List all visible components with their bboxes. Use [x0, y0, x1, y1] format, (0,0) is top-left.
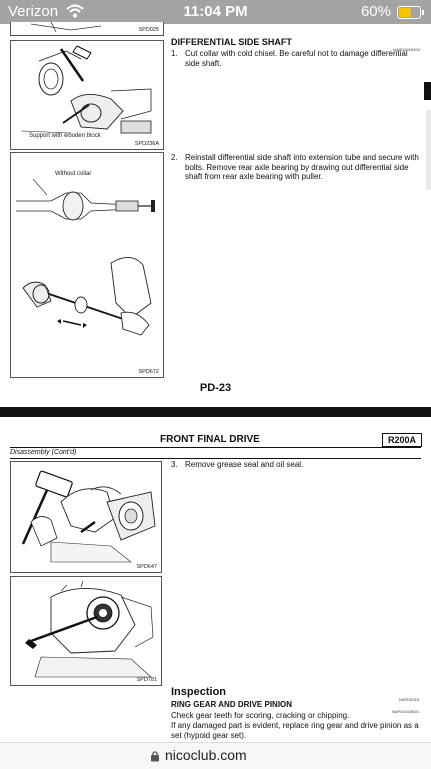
- figure-label: SPD781: [136, 677, 158, 683]
- ring-gear-check-text: Check gear teeth for scoring, cracking o…: [171, 711, 350, 720]
- step-number: 3.: [171, 460, 178, 469]
- page-header-title: FRONT FINAL DRIVE: [160, 434, 260, 445]
- lock-icon: [151, 751, 159, 762]
- figure-spd672: Without collar SPD672: [10, 152, 164, 378]
- figure-label: SPD647: [136, 564, 158, 570]
- step-number: 2.: [171, 153, 178, 162]
- status-bar: Verizon 11:04 PM 60%: [0, 0, 431, 24]
- battery-percent: 60%: [360, 3, 391, 20]
- figure-spd781-drawing: [25, 580, 154, 678]
- step-number: 1.: [171, 49, 178, 58]
- figure-spd647-drawing: [21, 470, 156, 563]
- step-2: 2. Reinstall differential side shaft int…: [171, 153, 421, 193]
- carrier-name: Verizon: [8, 3, 59, 20]
- figure-spd236a-drawing: [20, 45, 152, 134]
- page-separator: [0, 407, 431, 417]
- figure-spd236a: Support with wooden block SPD236A: [10, 40, 164, 150]
- figure-spd647: SPD647: [10, 461, 162, 573]
- browser-address-bar[interactable]: nicoclub.com: [0, 742, 431, 769]
- wifi-icon: [66, 4, 84, 18]
- figure-caption: Without collar: [55, 171, 92, 177]
- step-text: Reinstall differential side shaft into e…: [185, 153, 419, 181]
- step-text: Remove grease seal and oil seal.: [185, 460, 304, 469]
- clock: 11:04 PM: [183, 3, 248, 20]
- section-code: NAPD0018S04: [393, 47, 421, 52]
- header-rule: [10, 447, 421, 448]
- ring-gear-replace-text: If any damaged part is evident, replace …: [171, 721, 419, 740]
- figure-label: SPD236A: [134, 141, 159, 147]
- page-number: PD-23: [199, 382, 232, 394]
- figure-spd025: SPD025: [10, 22, 164, 36]
- step-text: Cut collar with cold chisel. Be careful …: [185, 49, 408, 68]
- figure-label: SPD025: [138, 27, 160, 33]
- ring-gear-title: RING GEAR AND DRIVE PINION: [171, 700, 293, 709]
- page-subheader: Disassembly (Cont'd): [10, 449, 77, 456]
- step-1: 1. Cut collar with cold chisel. Be caref…: [171, 49, 421, 79]
- figure-spd781: SPD781: [10, 576, 162, 686]
- section-title: DIFFERENTIAL SIDE SHAFT: [171, 37, 292, 47]
- figure-spd672-drawing: [16, 178, 155, 336]
- url-text: nicoclub.com: [165, 747, 247, 763]
- header-badge: R200A: [382, 433, 422, 447]
- section-tab-marker: [424, 82, 431, 100]
- page-edge-shadow: [426, 110, 431, 190]
- figure-label: SPD672: [138, 369, 160, 375]
- ring-gear-code: NAPD0018S01: [392, 709, 420, 714]
- subheader-rule: [10, 458, 421, 459]
- step-3: 3. Remove grease seal and oil seal.: [171, 460, 421, 474]
- inspection-title: Inspection: [171, 686, 227, 698]
- inspection-code: NAPD0018: [399, 697, 420, 702]
- figure-caption: Support with wooden block: [29, 133, 101, 139]
- battery-icon: [397, 6, 424, 19]
- figure-spd025-drawing: [30, 22, 102, 33]
